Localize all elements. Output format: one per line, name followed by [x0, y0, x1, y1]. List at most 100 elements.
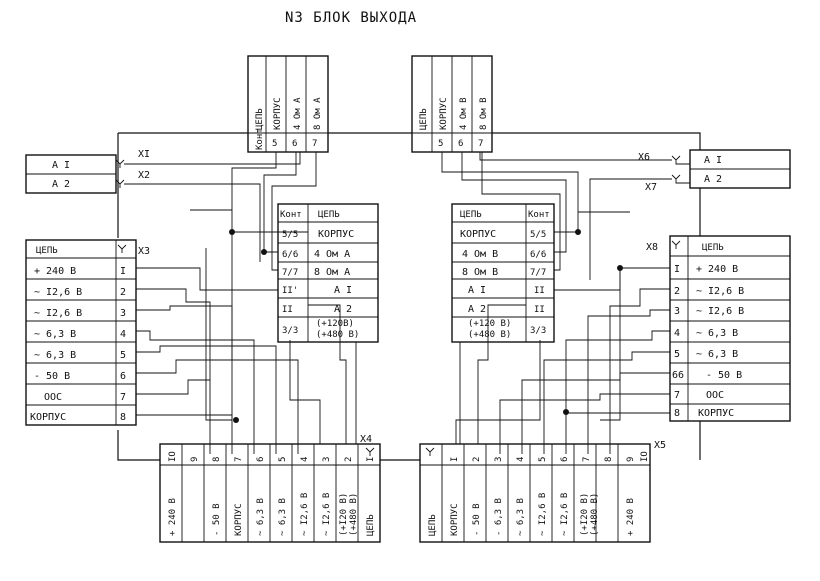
mr-row-5-label: (+120 В) [468, 319, 511, 329]
x4-pin-1: 9 [190, 457, 200, 462]
x3-row-0-pin: I [120, 266, 126, 277]
x5-name: X5 [654, 440, 666, 451]
x5-pin-5: 6 [560, 457, 570, 462]
x5-label-between: - 50 В [472, 503, 482, 536]
diagram-title: N3 БЛОК ВЫХОДА [285, 10, 417, 26]
x4-label-7: ~ I2,6 В [322, 493, 332, 536]
mr-row-4-label: А 2 [468, 304, 486, 315]
x7-name: X7 [645, 182, 657, 193]
x3-row-6-label: ООС [44, 392, 62, 403]
x5-start-label: ЦЕПЬ [428, 514, 438, 536]
x4-label2: (+480 В) [349, 493, 359, 536]
x6-plug-icon [671, 155, 690, 165]
ml-row-5-pin: 3/3 [282, 326, 298, 336]
mr-row-0-label: КОРПУС [460, 229, 496, 240]
x5-pin-2: 3 [494, 457, 504, 462]
x3-name: X3 [138, 246, 150, 257]
x3-row-4-label: ~ 6,3 В [34, 350, 76, 361]
x5-plug-icon [425, 447, 435, 456]
x5-pin-8: 9 [626, 457, 636, 462]
x8-header: ЦЕПЬ [702, 243, 724, 253]
junction-dot [617, 265, 623, 271]
x5-pin-1: 2 [472, 457, 482, 462]
top-right-connector: ЦЕПЬ КОРПУС 4 Ом В 8 Ом В 5 6 7 [411, 55, 493, 153]
wires-left [136, 152, 357, 454]
x3-row-7-pin: 8 [120, 412, 126, 423]
ml-row-3-pin: II' [282, 286, 298, 296]
x4-pin-3: 7 [234, 457, 244, 462]
x8-row-6-label: ООС [706, 390, 724, 401]
ml-row-1-pin: 6/6 [282, 250, 298, 260]
x3-row-1-pin: 2 [120, 287, 126, 298]
mr-row-2-pin: 7/7 [530, 268, 546, 278]
x8-row-4-label: ~ 6,3 В [696, 349, 738, 360]
tl-label-0: КОРПУС [273, 97, 283, 130]
x4-label-6: ~ I2,6 В [300, 493, 310, 536]
x5-label-3: ~ 6,3 В [516, 498, 526, 536]
x8-row-1-pin: 2 [674, 286, 680, 297]
junction-dots [229, 229, 623, 423]
x8-row-4-pin: 5 [674, 349, 680, 360]
x4-label-2: - 50 В [212, 503, 222, 536]
x5-label-5: ~ I2,6 В [560, 493, 570, 536]
x8-row-1-label: ~ I2,6 В [696, 286, 744, 297]
x5-label-4: ~ I2,6 В [538, 493, 548, 536]
tr-label-1: 4 Ом В [459, 97, 469, 130]
mr-row-1-label: 4 Ом В [462, 249, 498, 260]
x3-row-2-label: ~ I2,6 В [34, 308, 82, 319]
x8-row-7-pin: 8 [674, 408, 680, 419]
junction-dot [575, 229, 581, 235]
top-left-connector: Конт ЦЕПЬ КОРПУС 4 Ом А 8 Ом А 5 6 7 [247, 55, 329, 153]
x5-pin-3: 4 [516, 457, 526, 462]
mr-row-4-pin: II [534, 305, 545, 315]
x7-plug-icon [671, 174, 690, 184]
x5-label-9: + 240 В [626, 498, 636, 536]
tl-pin-0: 5 [272, 139, 277, 149]
x3-row-6-pin: 7 [120, 392, 126, 403]
mr-row-5-pin: 3/3 [530, 326, 546, 336]
x8-row-3-label: ~ 6,3 В [696, 328, 738, 339]
ml-row-3-label: А I [334, 285, 352, 296]
x2-name: X2 [138, 170, 150, 181]
x4-pin-9: I [366, 457, 376, 462]
ml-row-2-pin: 7/7 [282, 268, 298, 278]
x1-label: А I [52, 160, 70, 171]
x3-row-7-label: КОРПУС [30, 412, 66, 423]
mr-row-2-label: 8 Ом В [462, 267, 498, 278]
junction-dot [229, 229, 235, 235]
x4-pin-7: 3 [322, 457, 332, 462]
x4-label-9: (+I20 В) [339, 493, 349, 536]
tl-cep-header: ЦЕПЬ [255, 108, 265, 130]
mr-row-0-pin: 5/5 [530, 230, 546, 240]
x7-label: А 2 [704, 174, 722, 185]
x4-label-5: ~ 6,3 В [278, 498, 288, 536]
junction-dot [261, 249, 267, 255]
x2-plug-icon [115, 179, 125, 188]
x1-x2-connectors: А I А 2 XI X2 [25, 149, 301, 262]
mr-row-1-pin: 6/6 [530, 250, 546, 260]
x1-plug-icon [115, 159, 125, 168]
x5-label2: (+480 В) [590, 493, 600, 536]
mr-row-3-label: А I [468, 285, 486, 296]
ml-row-4-pin: II [282, 305, 293, 315]
x4-pin-6: 4 [300, 457, 310, 462]
x3-row-5-pin: 6 [120, 371, 126, 382]
x4-end-label: ЦЕПЬ [366, 514, 376, 536]
tr-cep-header: ЦЕПЬ [419, 108, 429, 130]
x8-row-2-label: ~ I2,6 В [696, 306, 744, 317]
x5-label-2: - 6,3 В [494, 498, 504, 536]
ml-row-1-label: 4 Ом А [314, 249, 350, 260]
mid-right-block: ЦЕПЬ Конт КОРПУС 4 Ом В 8 Ом В А I А 2 (… [451, 203, 555, 343]
ml-h1: Конт [280, 210, 302, 220]
x5-connector: X5 I 2 3 4 5 6 7 8 9 IO ЦЕПЬ КОРПУС - 50… [419, 440, 666, 543]
x4-label-4: ~ 6,3 В [256, 498, 266, 536]
ml-row-2-label: 8 Ом А [314, 267, 350, 278]
x5-label-7: (+I20 В) [580, 493, 590, 536]
x8-plug-icon [671, 240, 681, 249]
x8-connector: X8 ЦЕПЬ + 240 В ~ I2,6 В ~ I2,6 В ~ 6,3 … [646, 235, 791, 422]
x4-connector: X4 IO 9 8 7 6 5 4 3 2 I + 240 В - 50 В К… [159, 434, 381, 543]
junction-dot [563, 409, 569, 415]
x8-row-3-pin: 4 [674, 328, 680, 339]
x3-row-4-pin: 5 [120, 350, 126, 361]
